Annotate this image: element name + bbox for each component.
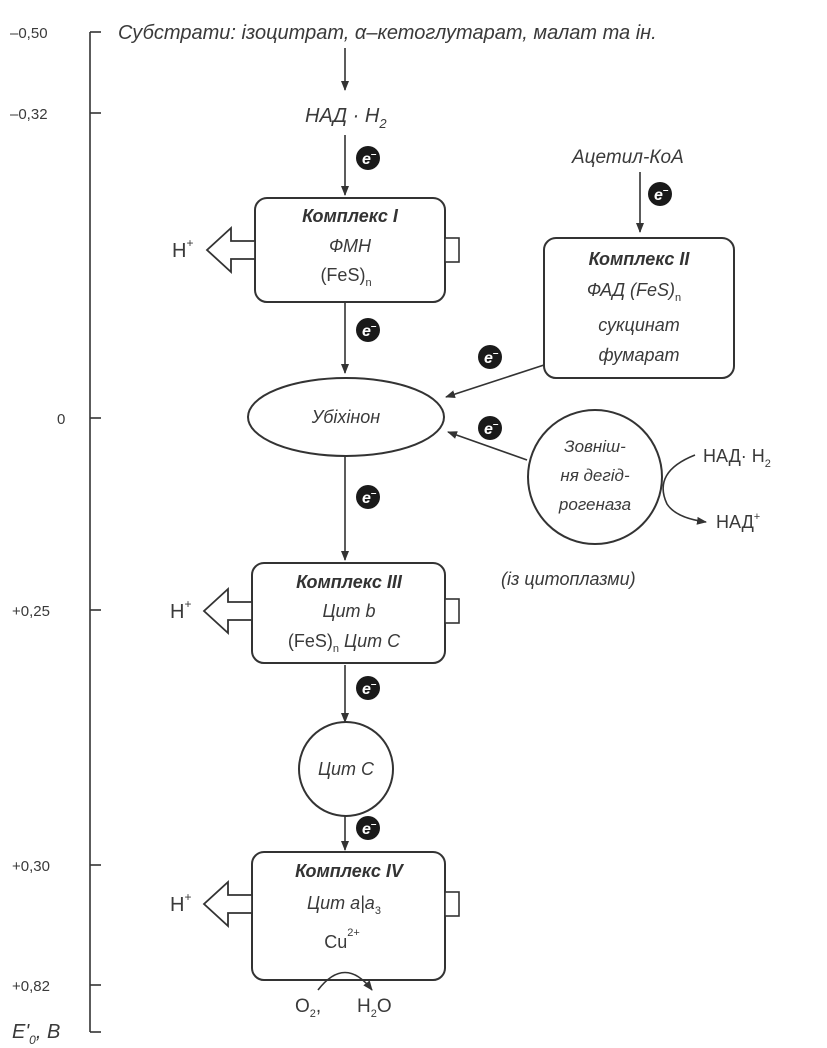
scale-tick-label: –0,50	[10, 25, 48, 42]
complex-4: Комплекс IV Цит a|a3 Cu2+ Н+	[170, 851, 460, 981]
complex-2-title: Комплекс ІІ	[589, 249, 691, 269]
scale-tick-label: +0,82	[12, 978, 50, 995]
complex-4-line1: Цит a|a3	[307, 893, 381, 917]
complex-3-title: Комплекс ІІІ	[296, 572, 403, 592]
complex-2: Комплекс ІІ ФАД (FeS)n сукцинат фумарат	[543, 237, 735, 379]
electron-badge: e–	[478, 345, 502, 369]
electron-badge: e–	[478, 416, 502, 440]
from-cytoplasm-label: (із цитоплазми)	[501, 569, 636, 589]
cytochrome-c-label: Цит С	[318, 759, 375, 779]
substrates-label: Субстрати: ізоцитрат, α–кетоглутарат, ма…	[118, 22, 657, 44]
nadh-to-nad-curve	[662, 454, 707, 525]
ext-dehydrogenase-line1: Зовніш-	[564, 437, 626, 456]
scale-tick-label: 0	[57, 411, 65, 428]
svg-text:e–: e–	[362, 488, 377, 507]
complex-1: Комплекс І ФМН (FeS)n Н+	[172, 197, 460, 303]
ubiquinone: Убіхінон	[247, 377, 445, 457]
arrow-dehydrogenase-to-ubiquinone	[447, 431, 528, 461]
electron-badge: e–	[356, 485, 380, 509]
scale-tick-label: –0,32	[10, 106, 48, 123]
proton-pump-port	[444, 598, 460, 624]
complex-4-title: Комплекс IV	[295, 861, 405, 881]
ext-dehydrogenase-line2: ня дегід-	[560, 466, 630, 485]
proton-label: Н+	[170, 597, 191, 623]
ext-dehydrogenase-line3: рогеназа	[558, 495, 631, 514]
complex-1-line2: (FeS)n	[320, 265, 371, 289]
electron-badge: e–	[648, 182, 672, 206]
proton-arrow	[202, 879, 253, 929]
nadh-label: НАД · Н2	[305, 105, 387, 131]
scale-tick-label: +0,30	[12, 858, 50, 875]
proton-arrow	[202, 586, 253, 636]
svg-text:e–: e–	[362, 321, 377, 340]
complex-2-line1: ФАД (FeS)n	[587, 280, 681, 304]
complex-3: Комплекс ІІІ Цит b (FeS)n Цит С Н+	[170, 562, 460, 664]
svg-text:e–: e–	[484, 419, 499, 438]
electron-badge: e–	[356, 146, 380, 170]
proton-pump-port	[444, 237, 460, 263]
potential-scale: –0,50 –0,32 0 +0,25 +0,30 +0,82 E'0, B	[10, 25, 101, 1047]
cytochrome-c: Цит С	[298, 721, 394, 817]
complex-1-title: Комплекс І	[302, 206, 399, 226]
axis-label: E'0, B	[12, 1021, 60, 1047]
acetyl-coa-label: Ацетил-КоА	[571, 147, 684, 168]
electron-badge: e–	[356, 816, 380, 840]
complex-1-line1: ФМН	[329, 236, 372, 256]
nadh-right-label: НАД· Н2	[703, 446, 771, 470]
complex-3-line2: (FeS)n Цит С	[288, 631, 401, 655]
proton-pump-port	[444, 891, 460, 917]
scale-tick-label: +0,25	[12, 603, 50, 620]
complex-2-line3: фумарат	[598, 345, 679, 365]
complex-3-line1: Цит b	[322, 601, 375, 621]
svg-text:e–: e–	[654, 185, 669, 204]
arrow-complex2-to-ubiquinone	[445, 364, 545, 399]
svg-text:e–: e–	[362, 819, 377, 838]
external-dehydrogenase: Зовніш- ня дегід- рогеназа	[527, 409, 663, 545]
o2-label: O2,	[295, 996, 321, 1020]
svg-text:e–: e–	[362, 679, 377, 698]
electron-badge: e–	[356, 676, 380, 700]
svg-text:e–: e–	[484, 348, 499, 367]
proton-arrow	[205, 225, 256, 275]
proton-label: Н+	[170, 890, 191, 916]
electron-badge: e–	[356, 318, 380, 342]
complex-2-line2: сукцинат	[598, 315, 680, 335]
nad-plus-label: НАД+	[716, 511, 760, 532]
complex-4-line2: Cu2+	[324, 927, 360, 952]
svg-text:e–: e–	[362, 149, 377, 168]
proton-label: Н+	[172, 236, 193, 262]
oxygen-reduction-curve	[317, 971, 373, 991]
h2o-label: H2O	[357, 996, 392, 1020]
ubiquinone-label: Убіхінон	[311, 407, 381, 427]
